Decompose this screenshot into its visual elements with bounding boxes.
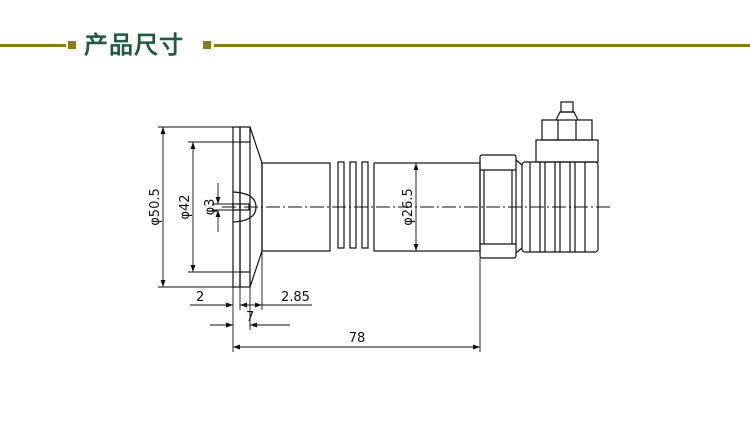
neck-body bbox=[261, 162, 331, 252]
dimension-label-body-diameter: φ26.5 bbox=[401, 188, 416, 226]
dimension-label-flange-diameter: φ50.5 bbox=[148, 188, 163, 226]
section-header: 产品尺寸 bbox=[0, 0, 750, 90]
connector-cap bbox=[535, 139, 599, 163]
cooling-fin bbox=[361, 161, 369, 249]
extension-lines bbox=[158, 126, 481, 352]
cooling-fin bbox=[349, 161, 357, 249]
header-square-left bbox=[68, 41, 76, 49]
flange-plate-inner bbox=[239, 126, 251, 288]
cable-gland bbox=[541, 119, 593, 141]
dimension-label-port-diameter: φ3 bbox=[203, 199, 218, 216]
page-title: 产品尺寸 bbox=[84, 31, 184, 59]
dimension-label-neck-offset: 2.85 bbox=[281, 290, 310, 305]
dimension-label-overall-length: 78 bbox=[349, 331, 366, 346]
header-square-right bbox=[203, 41, 211, 49]
cooling-fin bbox=[337, 161, 345, 249]
header-rule-left bbox=[0, 44, 66, 47]
dimension-lines bbox=[160, 127, 480, 350]
sensor-outline bbox=[232, 101, 599, 288]
dimension-label-flange-thickness: 2 bbox=[196, 290, 204, 305]
hex-nut bbox=[479, 154, 517, 259]
dimension-label-spacing: 7 bbox=[246, 310, 254, 325]
header-rule-right bbox=[214, 44, 750, 47]
dimension-label-seal-diameter: φ42 bbox=[178, 194, 193, 219]
port-recess bbox=[232, 191, 257, 223]
